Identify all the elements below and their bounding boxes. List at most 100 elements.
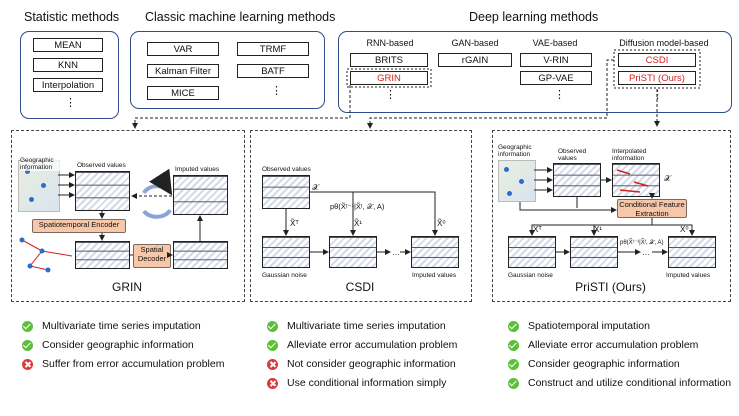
method-var: VAR: [147, 42, 219, 56]
check-icon: [267, 320, 278, 332]
stat-more: ⋮: [65, 97, 76, 109]
statistic-methods-group: [20, 31, 119, 119]
vae-more: ⋮: [554, 89, 565, 101]
deep-learning-title: Deep learning methods: [469, 10, 599, 24]
rnn-label: RNN-based: [366, 38, 414, 48]
diffusion-label: Diffusion model-based: [619, 38, 709, 48]
pristi-formula: pθ(X̃ᵗ⁻¹|X̃ᵗ, 𝒳, A): [620, 240, 664, 246]
csdi-bullet-2: Alleviate error accumulation problem: [267, 339, 457, 351]
csdi-imputed-grid: [411, 236, 459, 268]
csdi-observed-grid: [262, 175, 310, 209]
pristi-observed-label: Observed values: [558, 148, 587, 162]
method-brits: BRITS: [350, 53, 428, 67]
check-icon: [267, 339, 278, 351]
csdi-imputed-label: Imputed values: [412, 272, 457, 279]
method-pristi: PriSTI (Ours): [618, 71, 696, 85]
pristi-x-label: 𝒳: [664, 174, 671, 183]
pristi-bullet-3: Consider geographic information: [508, 358, 680, 370]
csdi-panel: [250, 130, 472, 302]
csdi-formula: pθ(X̃ᵗ⁻¹|X̃ᵗ, 𝒳, A): [330, 202, 385, 211]
pristi-step-grid: [570, 236, 618, 268]
pristi-x1: X̃¹: [594, 225, 602, 234]
pristi-bullet-4: Construct and utilize conditional inform…: [508, 377, 731, 389]
grin-imputed-grid: [173, 175, 228, 215]
method-knn: KNN: [33, 58, 103, 72]
grin-bullet-1: Multivariate time series imputation: [22, 320, 201, 332]
method-v-rin: V-RIN: [520, 53, 592, 67]
cross-icon: [267, 358, 278, 370]
csdi-bullet-3: Not consider geographic information: [267, 358, 456, 370]
csdi-xT: X̃ᵀ: [290, 219, 299, 228]
method-gp-vae: GP-VAE: [520, 71, 592, 85]
classic-ml-title: Classic machine learning methods: [145, 10, 336, 24]
method-batf: BATF: [237, 64, 309, 78]
pristi-xT: X̃ᵀ: [533, 225, 542, 234]
method-interpolation: Interpolation: [33, 78, 103, 92]
pristi-noise-grid: [508, 236, 556, 268]
grin-bullet-3: Suffer from error accumulation problem: [22, 358, 224, 370]
method-kalman-filter: Kalman Filter: [147, 64, 219, 78]
classic-more: ⋮: [271, 85, 282, 97]
pristi-imputed-grid: [668, 236, 716, 268]
pristi-imputed-label: Imputed values: [666, 272, 711, 279]
cross-icon: [267, 377, 278, 389]
grin-geo-label: Geographic information: [20, 157, 68, 171]
grin-observed-grid: [75, 171, 130, 211]
csdi-noise-grid: [262, 236, 310, 268]
csdi-x0: X̃⁰: [437, 219, 446, 228]
grin-decoded-grid: [173, 241, 228, 269]
grin-graph-grid: [75, 241, 130, 269]
statistic-methods-title: Statistic methods: [24, 10, 120, 24]
method-mice: MICE: [147, 86, 219, 100]
grin-observed-label: Observed values: [77, 162, 126, 169]
method-csdi: CSDI: [618, 53, 696, 67]
check-icon: [508, 320, 519, 332]
method-rgain: rGAIN: [438, 53, 512, 67]
rnn-more: ⋮: [385, 89, 396, 101]
csdi-x1: X̃¹: [354, 219, 362, 228]
method-mean: MEAN: [33, 38, 103, 52]
check-icon: [508, 377, 519, 389]
pristi-interp-label: Interpolated information: [612, 148, 647, 162]
grin-imputed-label: Imputed values: [175, 166, 220, 173]
pristi-cfe: Conditional Feature Extraction: [617, 199, 687, 218]
csdi-step-grid: [329, 236, 377, 268]
pristi-bullet-2: Alleviate error accumulation problem: [508, 339, 698, 351]
pristi-x0: X̃⁰: [680, 225, 689, 234]
grin-bullet-2: Consider geographic information: [22, 339, 194, 351]
csdi-noise-label: Gaussian noise: [262, 272, 307, 279]
csdi-bullet-1: Multivariate time series imputation: [267, 320, 446, 332]
pristi-noise-label: Gaussian noise: [508, 272, 553, 279]
pristi-geo-label: Geographic information: [498, 144, 532, 158]
pristi-bullet-1: Spatiotemporal imputation: [508, 320, 650, 332]
vae-label: VAE-based: [532, 38, 578, 48]
classic-ml-group: [130, 31, 325, 109]
check-icon: [508, 339, 519, 351]
method-trmf: TRMF: [237, 42, 309, 56]
check-icon: [22, 339, 33, 351]
pristi-observed-grid: [553, 163, 601, 197]
gan-label: GAN-based: [451, 38, 499, 48]
grin-panel: [11, 130, 245, 302]
svg-text:…: …: [392, 248, 400, 257]
csdi-title: CSDI: [345, 280, 375, 294]
grin-decoder: Spatial Decoder: [133, 244, 171, 268]
check-icon: [22, 320, 33, 332]
pristi-title: PriSTI (Ours): [575, 280, 646, 294]
svg-text:…: …: [642, 248, 650, 257]
pristi-interp-grid: [612, 163, 660, 197]
cross-icon: [22, 358, 33, 370]
grin-encoder: Spatiotemporal Encoder: [32, 219, 126, 233]
csdi-observed-label: Observed values: [262, 166, 311, 173]
method-grin: GRIN: [350, 71, 428, 85]
grin-title: GRIN: [112, 280, 142, 294]
deep-learning-group: [338, 31, 732, 113]
csdi-x-label: 𝒳: [312, 183, 319, 192]
check-icon: [508, 358, 519, 370]
pristi-panel: [492, 130, 731, 302]
pristi-geo-map: [498, 160, 536, 202]
